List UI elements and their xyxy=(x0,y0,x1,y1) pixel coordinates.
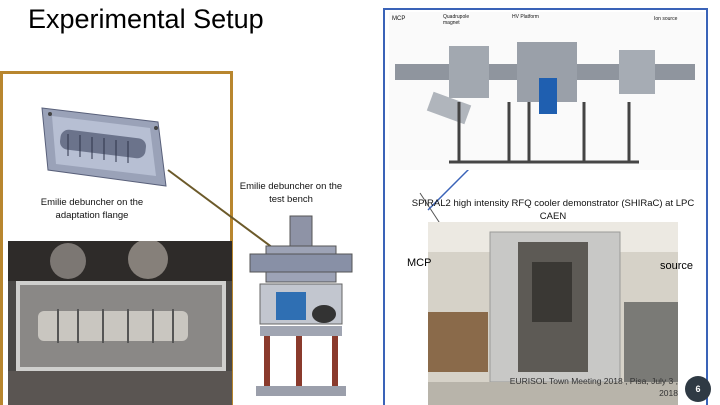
right-panel-frame xyxy=(383,8,708,405)
shirac-schematic xyxy=(389,12,705,170)
source-photo-label: source xyxy=(660,260,694,272)
schematic-label-quadrupole: Quadrupole magnet xyxy=(443,14,470,26)
label-debuncher-flange: Emilie debuncher on the adaptation flang… xyxy=(40,197,144,221)
schematic-label-source: Ion source xyxy=(654,16,678,22)
label-debuncher-bench: Emilie debuncher on the test bench xyxy=(239,181,343,205)
debuncher-bench-cad xyxy=(246,210,356,405)
shirac-lab-photo xyxy=(428,222,678,405)
debuncher-photo xyxy=(8,241,232,405)
left-panel-frame xyxy=(0,71,233,405)
mcp-photo-label: MCP xyxy=(407,257,432,269)
schematic-label-mcp: MCP xyxy=(392,16,406,22)
schematic-label-hv: HV Platform xyxy=(512,14,539,20)
debuncher-flange-cad xyxy=(38,98,170,188)
caption-shirac: SPIRAL2 high intensity RFQ cooler demons… xyxy=(411,198,695,222)
slide-footer: EURISOL Town Meeting 2018 , Pisa, July 3… xyxy=(509,376,678,398)
slide-title: Experimental Setup xyxy=(28,4,264,34)
slide-number-badge: 6 xyxy=(685,376,711,402)
